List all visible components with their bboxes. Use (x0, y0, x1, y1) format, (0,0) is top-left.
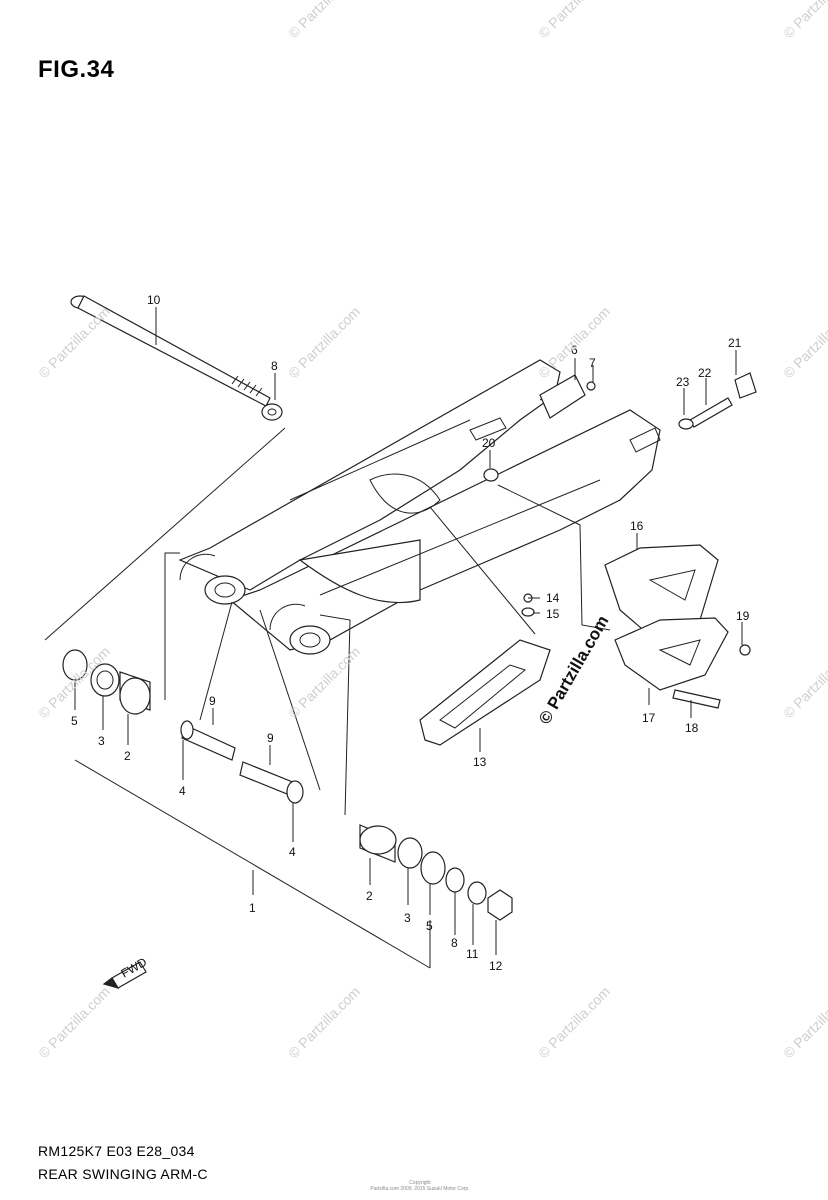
pivot-shaft (70, 295, 271, 407)
washer-11 (467, 881, 487, 905)
washer-8 (445, 867, 465, 893)
washer-15 (521, 607, 535, 617)
callout-2-right: 2 (366, 889, 373, 903)
callout-8-top: 8 (271, 359, 278, 373)
washer-top (261, 403, 283, 421)
bolt-18 (672, 689, 721, 709)
callout-labels: 1 2 2 3 3 4 4 5 5 6 7 8 8 9 9 10 11 12 1… (71, 293, 750, 973)
copyright-notice: Copyright Partzilla.com 2009, 2015 Suzuk… (340, 1180, 500, 1192)
callout-22: 22 (698, 366, 712, 380)
callout-9-upper: 9 (209, 694, 216, 708)
callout-1: 1 (249, 901, 256, 915)
callout-19: 19 (736, 609, 750, 623)
callout-21: 21 (728, 336, 742, 350)
callout-8-bottom: 8 (451, 936, 458, 950)
screw (586, 381, 596, 391)
seal-right (420, 851, 446, 885)
figure-title: FIG.34 (38, 56, 115, 83)
bearing-right (397, 837, 423, 869)
callout-12: 12 (489, 959, 503, 973)
copyright-line1: Copyright (409, 1180, 431, 1186)
callout-9-lower: 9 (267, 731, 274, 745)
callout-18: 18 (685, 721, 699, 735)
callout-3-right: 3 (404, 911, 411, 925)
copyright-line2: Partzilla.com 2009, 2015 Suzuki Motor Co… (370, 1186, 470, 1192)
chain-guide (604, 544, 729, 691)
callout-3-left: 3 (98, 734, 105, 748)
callout-16: 16 (630, 519, 644, 533)
callout-20: 20 (482, 436, 496, 450)
leader-lines (44, 307, 743, 969)
callout-15: 15 (546, 607, 560, 621)
callout-14: 14 (546, 591, 560, 605)
callout-13: 13 (473, 755, 487, 769)
callout-7: 7 (589, 356, 596, 370)
callout-5-left: 5 (71, 714, 78, 728)
callout-6: 6 (571, 343, 578, 357)
forward-direction-arrow: FWD (102, 955, 149, 989)
callout-4-lower: 4 (289, 845, 296, 859)
callout-10: 10 (147, 293, 161, 307)
nut-20 (483, 468, 499, 482)
nut-12 (487, 889, 513, 921)
callout-17: 17 (642, 711, 656, 725)
callout-2-left: 2 (124, 749, 131, 763)
bearing-left (90, 663, 120, 697)
adjuster-nut (678, 418, 694, 430)
callout-5-right: 5 (426, 919, 433, 933)
model-code: RM125K7 E03 E28_034 (38, 1143, 195, 1159)
part-name: REAR SWINGING ARM-C (38, 1166, 208, 1182)
axle-adjuster (734, 372, 757, 399)
bolt-19 (739, 644, 751, 656)
collar-lower (286, 780, 304, 804)
chain-buffer (419, 639, 551, 746)
callout-23: 23 (676, 375, 690, 389)
adjuster-bolt (689, 397, 733, 428)
chain-guide-plate (539, 374, 586, 419)
swing-arm-body (178, 359, 661, 655)
callout-4-upper: 4 (179, 784, 186, 798)
callout-11: 11 (466, 947, 479, 961)
